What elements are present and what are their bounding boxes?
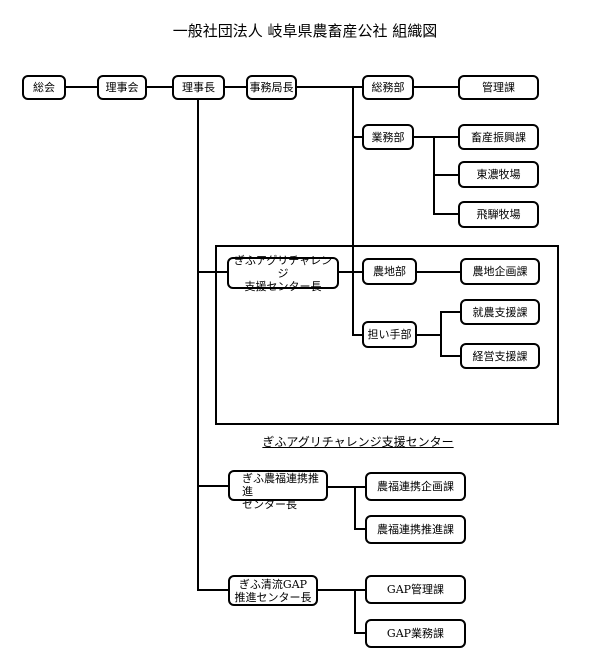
connector [354, 486, 356, 530]
node-nofuku-kikaku: 農福連携企画課 [365, 472, 466, 501]
connector [352, 136, 362, 138]
connector [327, 486, 365, 488]
connector [440, 355, 460, 357]
node-chikusan: 畜産振興課 [458, 124, 539, 150]
node-rijicho: 理事長 [172, 75, 225, 100]
node-agri-center-chief: ぎふアグリチャレンジ 支援センター長 [227, 253, 339, 293]
agri-center-label: ぎふアグリチャレンジ支援センター [215, 433, 501, 450]
connector [296, 86, 362, 88]
connector [354, 589, 356, 634]
connector [416, 271, 460, 273]
connector [352, 334, 362, 336]
node-tono: 東濃牧場 [458, 161, 539, 188]
connector [354, 528, 365, 530]
connector [352, 86, 354, 335]
node-label-line: ぎふアグリチャレンジ [233, 253, 333, 280]
node-rijikai: 理事会 [97, 75, 147, 100]
agri-center-label-text: ぎふアグリチャレンジ支援センター [262, 435, 454, 449]
node-nochibu: 農地部 [362, 258, 417, 285]
connector [413, 136, 458, 138]
node-nofuku-chief: ぎふ農福連携推進 センター長 [228, 470, 328, 511]
node-label-line: ぎふ農福連携推進 [242, 472, 319, 498]
node-label-line: 推進センター長 [234, 590, 312, 604]
node-hida: 飛騨牧場 [458, 201, 539, 228]
node-shuno: 就農支援課 [460, 299, 540, 325]
connector [197, 485, 228, 487]
node-ninaitebu: 担い手部 [362, 321, 417, 348]
connector [440, 311, 460, 313]
connector [338, 271, 362, 273]
node-gap-gyomu: GAP業務課 [365, 619, 466, 648]
connector [433, 174, 458, 176]
connector [440, 311, 442, 357]
connector [413, 86, 458, 88]
node-nofuku-suishin: 農福連携推進課 [365, 515, 466, 544]
connector [317, 589, 365, 591]
connector [416, 334, 440, 336]
node-label-line: ぎふ清流GAP [238, 577, 308, 591]
node-keiei: 経営支援課 [460, 343, 540, 369]
node-soukai: 総会 [22, 75, 66, 100]
connector [433, 213, 458, 215]
node-label-line: センター長 [242, 498, 297, 511]
node-nochikikaku: 農地企画課 [460, 258, 540, 285]
node-gap-kanri: GAP管理課 [365, 575, 466, 604]
agri-center-frame [215, 245, 559, 425]
connector [197, 271, 227, 273]
connector [197, 100, 199, 591]
node-gyomubu: 業務部 [362, 124, 414, 150]
node-jimukyokucho: 事務局長 [246, 75, 297, 100]
connector [197, 589, 228, 591]
node-label-line: 支援センター長 [244, 279, 322, 293]
node-gap-chief: ぎふ清流GAP 推進センター長 [228, 575, 318, 606]
chart-title: 一般社団法人 岐阜県農畜産公社 組織図 [172, 22, 438, 40]
connector [354, 632, 365, 634]
node-somubu: 総務部 [362, 75, 414, 100]
node-kanrika: 管理課 [458, 75, 539, 100]
